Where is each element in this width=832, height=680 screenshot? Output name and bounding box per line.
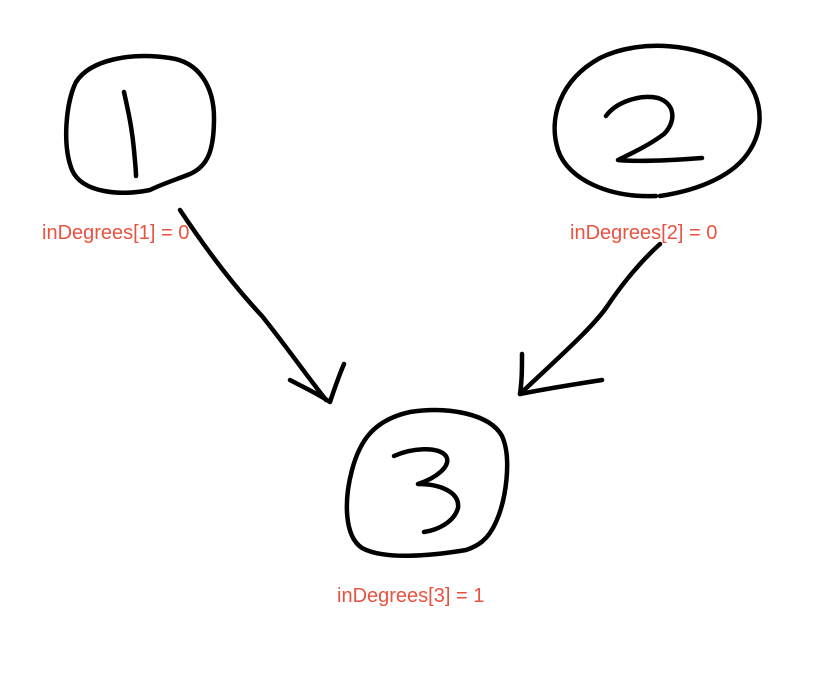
edge-2-to-3-arrowhead (517, 351, 605, 397)
node-2-digit (603, 94, 705, 164)
edge-2-to-3-line (517, 241, 663, 397)
edge-2-to-3 (517, 241, 663, 397)
node-1-circle (63, 53, 217, 195)
edge-1-to-3-line (177, 207, 329, 403)
node-2-indegree-label: inDegrees[2] = 0 (570, 222, 718, 244)
node-3-digit (391, 447, 461, 535)
edge-1-to-3-arrowhead (287, 361, 347, 405)
node-2 (552, 43, 762, 199)
node-2-circle (552, 43, 762, 199)
node-3-indegree-label: inDegrees[3] = 1 (337, 585, 485, 607)
edge-1-to-3 (177, 207, 347, 405)
node-1-digit (121, 89, 139, 179)
node-3-circle (344, 407, 510, 559)
node-1-indegree-label: inDegrees[1] = 0 (42, 222, 190, 244)
node-3 (344, 407, 510, 559)
node-1 (63, 53, 217, 195)
